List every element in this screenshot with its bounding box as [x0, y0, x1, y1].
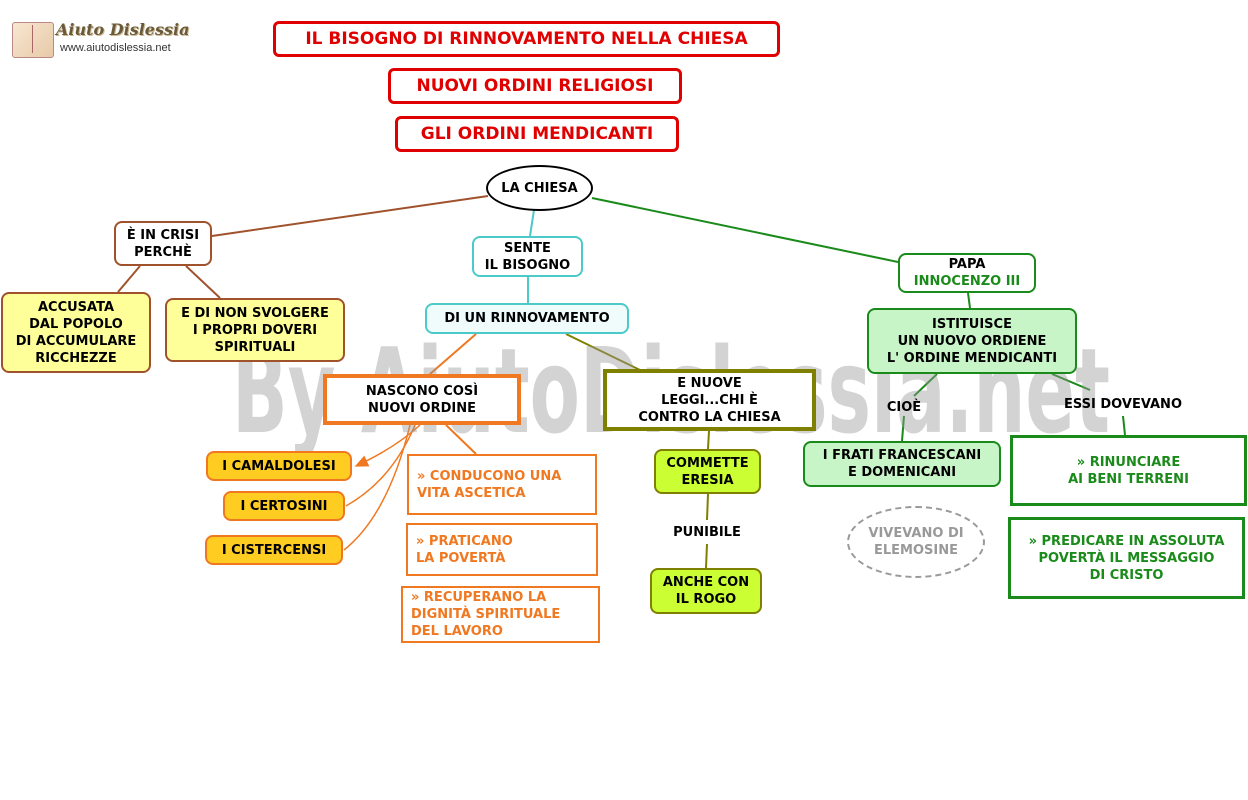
book-icon [12, 22, 54, 58]
node-frati: I FRATI FRANCESCANI E DOMENICANI [803, 441, 1001, 487]
link-papa-istituisce [967, 292, 971, 309]
link-crisi-accusata [117, 265, 141, 293]
link-istituisce-dovevano [1051, 373, 1091, 391]
node-poverta: » PRATICANO LA POVERTÀ [406, 523, 598, 576]
node-papa: PAPA INNOCENZO III [898, 253, 1036, 293]
link-nascono-ascetica [445, 424, 477, 455]
node-in-crisi: È IN CRISI PERCHÈ [114, 221, 212, 266]
papa-label: PAPA [948, 257, 986, 272]
papa-name: INNOCENZO III [913, 274, 1021, 289]
node-camaldolesi: I CAMALDOLESI [206, 451, 352, 481]
node-istituisce: ISTITUISCE UN NUOVO ORDIENE L' ORDINE ME… [867, 308, 1077, 374]
node-cioe: CIOÈ [886, 399, 922, 415]
node-punibile: PUNIBILE [673, 524, 741, 540]
node-nuove-leggi: E NUOVE LEGGI...CHI È CONTRO LA CHIESA [603, 369, 816, 431]
node-elemosine: VIVEVANO DI ELEMOSINE [847, 506, 985, 578]
link-chiesa-papa [591, 197, 899, 263]
node-accusata: ACCUSATA DAL POPOLO DI ACCUMULARE RICCHE… [1, 292, 151, 373]
node-vita-ascetica: » CONDUCONO UNA VITA ASCETICA [407, 454, 597, 515]
logo-name: Aiuto Dislessia [56, 20, 190, 39]
node-sente-bisogno: SENTE IL BISOGNO [472, 236, 583, 277]
node-la-chiesa: LA CHIESA [486, 165, 593, 211]
node-rinunciare: » RINUNCIARE AI BENI TERRENI [1010, 435, 1247, 506]
node-eresia: COMMETTE ERESIA [654, 449, 761, 494]
link-cioe-frati [901, 415, 905, 442]
link-chiesa-crisi [211, 195, 489, 237]
node-certosini: I CERTOSINI [223, 491, 345, 521]
node-dovevano: ESSI DOVEVANO [1064, 396, 1182, 412]
link-nascono-certosini [345, 424, 416, 507]
subtitle-new-orders: NUOVI ORDINI RELIGIOSI [388, 68, 682, 104]
link-rinnovamento-nascono [429, 333, 477, 375]
node-nascono: NASCONO COSÌ NUOVI ORDINE [323, 374, 521, 425]
node-rogo: ANCHE CON IL ROGO [650, 568, 762, 614]
link-chiesa-sente [529, 209, 535, 237]
link-istituisce-cioe [913, 373, 938, 397]
subtitle-mendicant-orders: GLI ORDINI MENDICANTI [395, 116, 679, 152]
link-eresia-punibile [706, 493, 709, 521]
main-title: IL BISOGNO DI RINNOVAMENTO NELLA CHIESA [273, 21, 780, 57]
node-rinnovamento: DI UN RINNOVAMENTO [425, 303, 629, 334]
node-dignita: » RECUPERANO LA DIGNITÀ SPIRITUALE DEL L… [401, 586, 600, 643]
link-crisi-doveri [185, 265, 221, 299]
logo-url: www.aiutodislessia.net [60, 42, 171, 54]
link-punibile-rogo [705, 543, 708, 569]
node-predicare: » PREDICARE IN ASSOLUTA POVERTÀ IL MESSA… [1008, 517, 1245, 599]
link-rinnovamento-leggi [565, 333, 641, 371]
link-nascono-camaldolesi [354, 424, 421, 467]
node-non-svolgere: E DI NON SVOLGERE I PROPRI DOVERI SPIRIT… [165, 298, 345, 362]
link-nascono-cistercensi [343, 424, 411, 551]
node-cistercensi: I CISTERCENSI [205, 535, 343, 565]
link-dovevano-rinunciare [1122, 415, 1126, 436]
site-logo[interactable]: Aiuto Dislessia www.aiutodislessia.net [10, 18, 189, 62]
link-leggi-eresia [707, 430, 710, 450]
